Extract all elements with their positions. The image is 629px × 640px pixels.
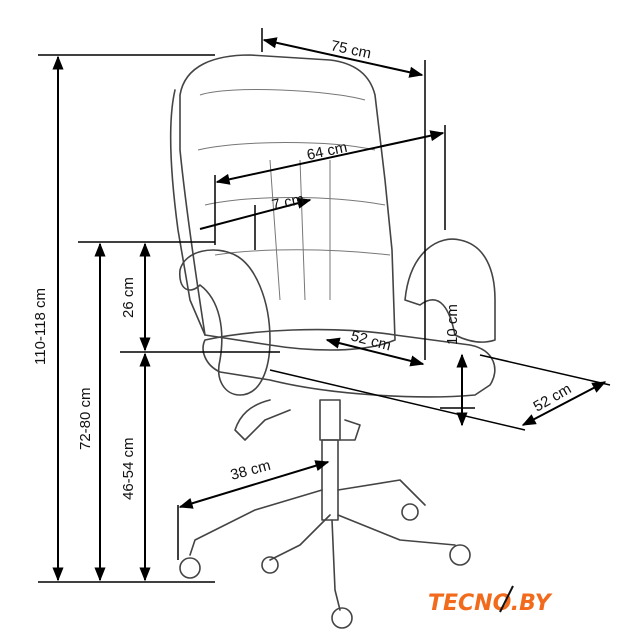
label-armrest-height: 72-80 cm (77, 387, 94, 450)
svg-text:TECNO.BY: TECNO.BY (428, 591, 553, 616)
label-seat-height: 46-54 cm (120, 437, 137, 500)
label-armrest-above-seat: 26 cm (120, 277, 137, 318)
dim-base-radius (178, 460, 330, 509)
dim-armrest-width (199, 197, 312, 230)
dim-backrest-width (215, 130, 445, 185)
reference-lines (38, 28, 611, 583)
dim-seat-width (325, 337, 425, 367)
tecno-by-logo: TECNO.BY (428, 585, 553, 616)
dim-total-width (262, 37, 424, 78)
label-base-radius: 38 cm (229, 457, 273, 484)
dim-seat-depth (521, 381, 607, 426)
label-seat-thickness: 10 cm (444, 304, 461, 345)
label-armrest-width: 7 cm (270, 191, 305, 214)
label-total-height: 110-118 cm (32, 288, 49, 365)
dimension-lines (52, 37, 607, 582)
